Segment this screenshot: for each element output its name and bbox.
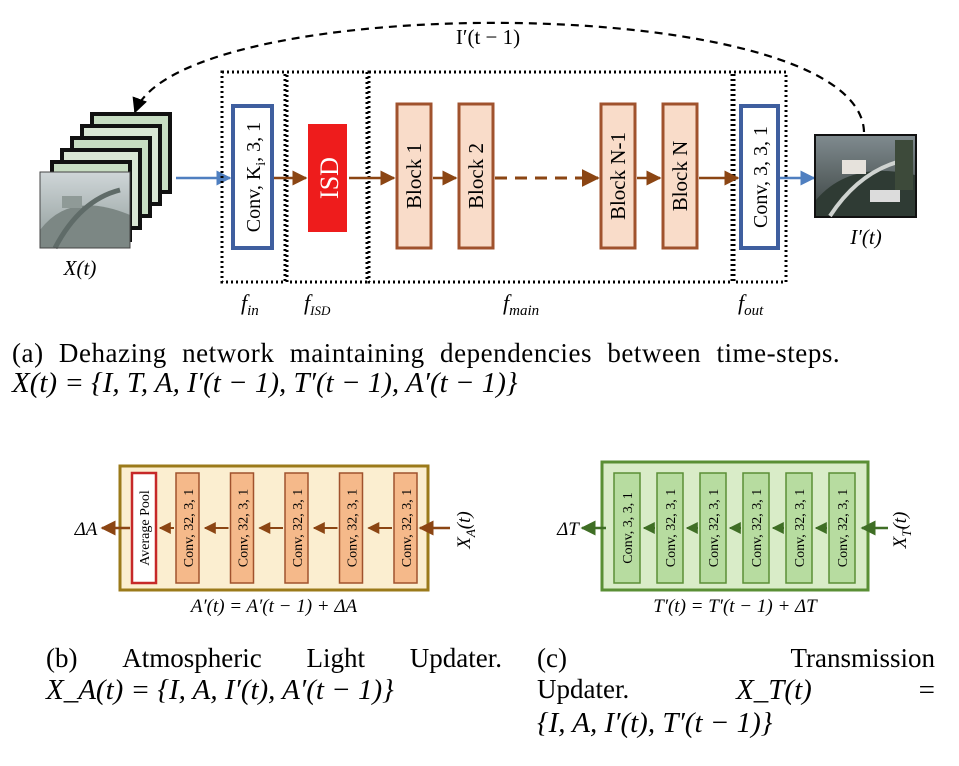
conv-cell-c (699, 472, 727, 584)
conv-cell-b (229, 472, 255, 584)
caption-c-label: (c) (537, 643, 567, 673)
conv-cell-b (175, 472, 200, 584)
isd-block (308, 124, 347, 232)
caption-b-word: Atmospheric (122, 643, 262, 673)
block-2 (457, 102, 495, 250)
caption-b-word: Light (306, 643, 366, 673)
xt-input-label: XT(t) (890, 512, 914, 550)
block-1 (395, 102, 433, 250)
atmospheric-equation: A′(t) = A′(t − 1) + ΔA (189, 596, 358, 617)
f-in-box (220, 70, 287, 284)
block-2-label: Block 2 (464, 143, 488, 209)
transmission-equation: T′(t) = T′(t − 1) + ΔT (653, 596, 818, 617)
caption-c-updater: Updater. (537, 674, 630, 704)
delta-t-label: ΔT (556, 519, 580, 540)
caption-c-line3: {I, A, I′(t), T′(t − 1)} (537, 707, 773, 739)
transmission-conv-cells: Conv, 3, 3, 1 Conv, 32, 3, 1 Conv, 32, 3, … (613, 472, 856, 584)
conv-cell-b-label: Conv, 32, 3, 1 (291, 489, 306, 567)
caption-b-word: (b) (46, 643, 78, 673)
atmospheric-conv-cells: Conv, 32, 3, 1 Conv, 32, 3, 1 Conv, 32, 3,… (158, 472, 418, 584)
caption-a-line1: (a) Dehazing network maintaining depende… (12, 338, 841, 368)
caption-c-title: Transmission (790, 643, 935, 673)
delta-a-label: ΔA (74, 519, 98, 540)
conv-in-label: Conv, Ki, 3, 1 (243, 122, 269, 232)
block-n-1-label: Block N-1 (606, 132, 630, 220)
block-n-label: Block N (668, 141, 692, 212)
caption-b: (b) Atmospheric Light Updater. X_A(t) = … (46, 643, 502, 707)
input-frame-stack (39, 112, 172, 250)
conv-cell-c (656, 472, 684, 584)
caption-c-xt: X_T(t) (736, 674, 812, 706)
block-n (661, 102, 699, 250)
conv-cell-c-label: Conv, 32, 3, 1 (664, 489, 679, 567)
average-pool-label: Average Pool (138, 490, 153, 566)
conv-in-block (231, 104, 274, 250)
caption-b-word: Updater. (409, 643, 502, 673)
dehazed-output-image (814, 134, 917, 218)
input-label: X(t) (63, 256, 97, 280)
caption-c-line1: (c) Transmission (537, 643, 935, 674)
feedback-label: I′(t − 1) (456, 25, 520, 49)
transmission-panel (600, 460, 870, 592)
f-isd-label: fISD (304, 290, 331, 318)
conv-cell-b (393, 472, 418, 584)
caption-c: (c) Transmission Updater. X_T(t) = {I, A… (537, 643, 935, 740)
caption-a-line2: X(t) = {I, T, A, I′(t − 1), T′(t − 1), A… (12, 367, 518, 399)
block-n-1 (599, 102, 637, 250)
caption-c-equals: = (918, 674, 935, 706)
conv-out-block (739, 104, 780, 250)
conv-cell-c-label: Conv, 3, 3, 1 (621, 492, 636, 563)
conv-cell-c (785, 472, 813, 584)
conv-out-label: Conv, 3, 3, 1 (750, 126, 772, 228)
conv-cell-b-label: Conv, 32, 3, 1 (346, 489, 361, 567)
feedback-arc (132, 21, 866, 133)
conv-cell-b (284, 472, 309, 584)
conv-cell-c (828, 472, 856, 584)
f-out-label: fout (738, 290, 764, 319)
conv-cell-b-label: Conv, 32, 3, 1 (400, 489, 415, 567)
caption-b-line1: (b) Atmospheric Light Updater. (46, 643, 502, 674)
conv-cell-b (338, 472, 364, 584)
f-in-label: fin (241, 290, 259, 319)
isd-label: ISD (315, 157, 344, 199)
conv-cell-c-label: Conv, 32, 3, 1 (707, 489, 722, 567)
conv-cell-c (742, 472, 770, 584)
hazy-input-image (39, 171, 131, 250)
conv-cell-c-label: Conv, 32, 3, 1 (836, 489, 851, 567)
conv-cell-b-label: Conv, 32, 3, 1 (182, 489, 197, 567)
output-label: I′(t) (849, 225, 881, 249)
block-1-label: Block 1 (402, 143, 426, 209)
caption-c-line2: Updater. X_T(t) = (537, 674, 935, 707)
conv-cell-b-label: Conv, 32, 3, 1 (237, 489, 252, 567)
f-main-label: fmain (503, 290, 539, 319)
average-pool-cell (130, 471, 158, 585)
caption-b-line2: X_A(t) = {I, A, I′(t), A′(t − 1)} (46, 674, 394, 706)
caption-a: (a) Dehazing network maintaining depende… (12, 338, 948, 400)
conv-cell-c (613, 472, 641, 584)
conv-cell-c-label: Conv, 32, 3, 1 (750, 489, 765, 567)
xa-input-label: XA(t) (454, 511, 478, 550)
conv-cell-c-label: Conv, 32, 3, 1 (793, 489, 808, 567)
